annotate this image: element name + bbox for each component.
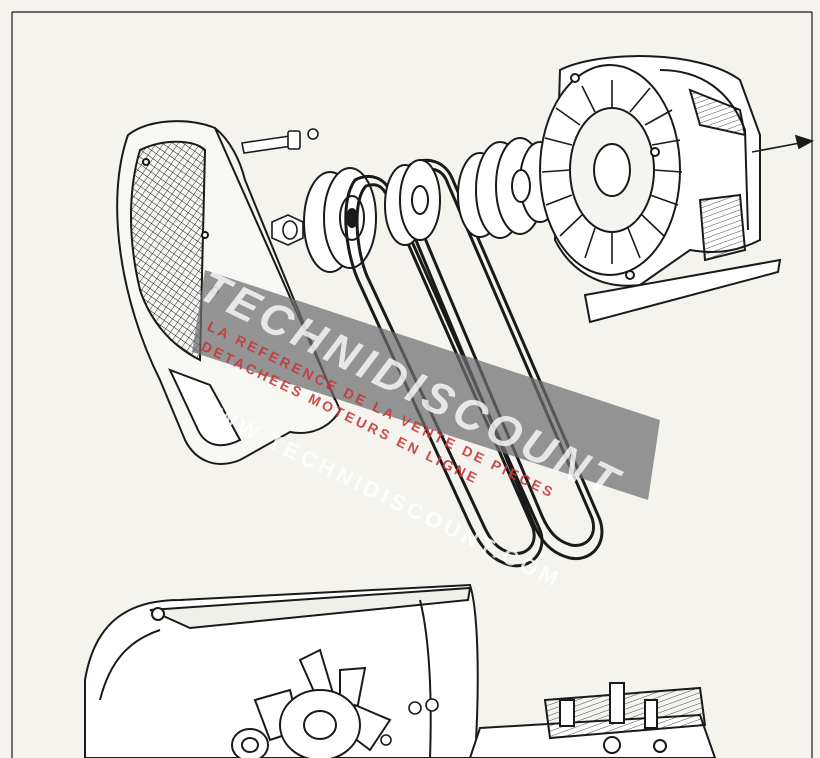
blower-housing [539, 55, 782, 324]
cylinder-head [468, 682, 717, 758]
pulley-nut [271, 214, 304, 246]
direction-arrow-icon [751, 134, 815, 153]
bearing-ring [231, 728, 269, 758]
front-pulley [303, 167, 377, 273]
fan-wheel [253, 648, 392, 758]
page-frame [11, 11, 813, 758]
watermark-band [192, 270, 660, 500]
stud-bolt [241, 128, 319, 154]
lower-screws [380, 698, 439, 746]
middle-pulley [384, 159, 441, 246]
drive-pulley [457, 137, 561, 239]
